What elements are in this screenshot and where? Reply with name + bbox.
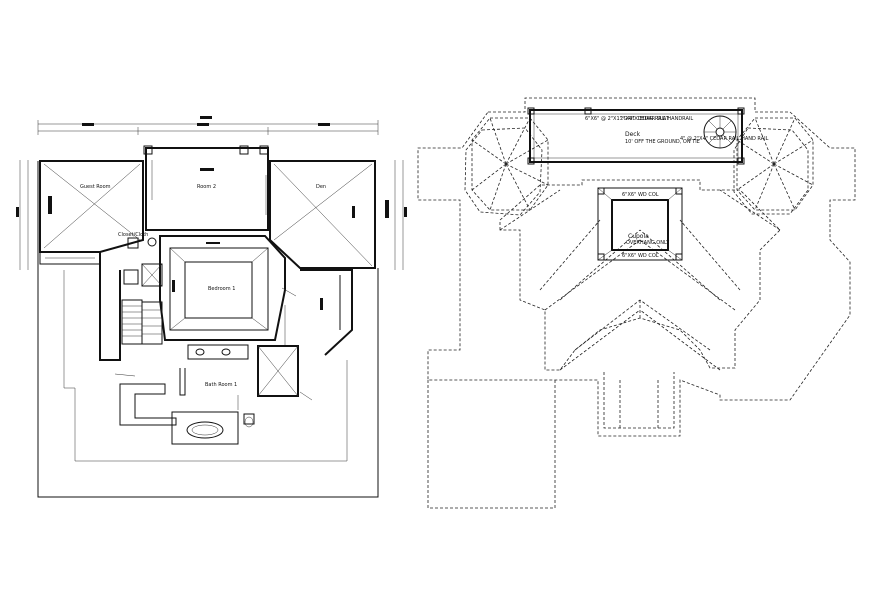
room-2: Room 2 bbox=[143, 145, 269, 231]
side-dimension-lines bbox=[16, 160, 407, 270]
deck-note-right: 4" @ 2"X4" CEDAR RAIL HAND RAIL bbox=[680, 136, 769, 142]
deck: Deck 10' OFF THE GROUND, ON TIE 6"X6" @ … bbox=[527, 107, 769, 165]
inner-overhang-outline bbox=[63, 270, 348, 462]
bedroom-1-label: Bedroom 1 bbox=[208, 286, 235, 292]
overhang-outline bbox=[37, 161, 379, 498]
guest-room-label: Guest Room bbox=[80, 184, 111, 190]
bath-room-1-label: Bath Room 1 bbox=[205, 382, 237, 388]
cupola-sub-label: OVERHANG ONLY bbox=[626, 240, 670, 246]
floor-plan: Guest Room Closet/Cloth Room 2 Den bbox=[16, 116, 407, 498]
spiral-stair bbox=[703, 115, 737, 149]
cupola-label: Cupola bbox=[628, 233, 649, 240]
cupola-bottom-note: 6"X6" WD COL bbox=[622, 253, 659, 259]
closet-label: Closet/Cloth bbox=[118, 232, 148, 238]
bath-room-1: Bath Room 1 bbox=[114, 344, 313, 445]
den: Den bbox=[269, 160, 389, 269]
guest-room: Guest Room Closet/Cloth bbox=[39, 160, 148, 265]
deck-label: Deck bbox=[625, 131, 641, 138]
deck-note-left: 6"X6" @ 2"X1" GRID CEDAR SLAT bbox=[585, 116, 670, 122]
den-label: Den bbox=[316, 184, 326, 190]
roof-lower-extension bbox=[427, 380, 556, 509]
top-dimension-line bbox=[37, 116, 379, 135]
roof-outer-outline bbox=[417, 97, 856, 437]
right-corridor bbox=[281, 269, 353, 356]
bedroom-1: Bedroom 1 bbox=[159, 235, 286, 341]
deck-note-mid: 2"X4" CEDAR RAIL HANDRAIL bbox=[620, 116, 693, 122]
room-2-label: Room 2 bbox=[197, 184, 216, 190]
roof-plan: Deck 10' OFF THE GROUND, ON TIE 6"X6" @ … bbox=[417, 97, 856, 509]
roof-entry-extension bbox=[603, 372, 675, 429]
deck-sub-label: 10' OFF THE GROUND, ON TIE bbox=[625, 139, 700, 145]
roof-inner-outline bbox=[499, 179, 781, 371]
stair-area bbox=[99, 237, 163, 361]
right-turret bbox=[733, 117, 814, 215]
left-turret bbox=[464, 117, 549, 216]
cupola-top-note: 6"X6" WD COL bbox=[622, 192, 659, 198]
cupola: Cupola OVERHANG ONLY 6"X6" WD COL 6"X6" … bbox=[597, 187, 683, 261]
